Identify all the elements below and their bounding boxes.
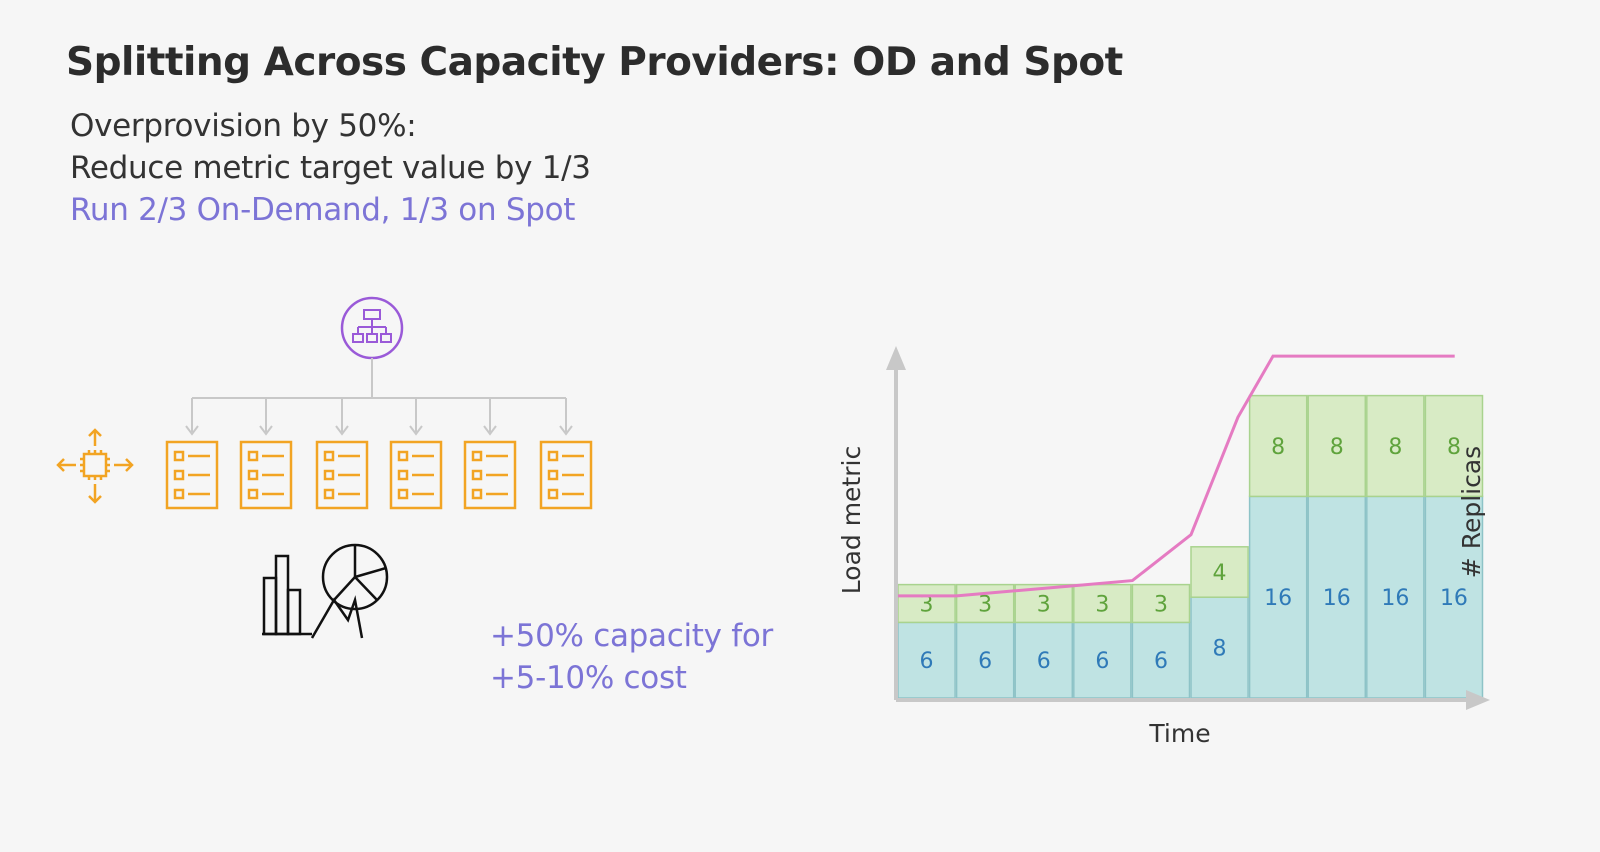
spot-bar bbox=[1248, 394, 1308, 498]
task-group bbox=[165, 440, 593, 510]
metric-target-line: Reduce metric target value by 1/3 bbox=[70, 150, 591, 186]
task-list-icon bbox=[389, 440, 443, 510]
spot-bar bbox=[1073, 583, 1132, 624]
on-demand-bar bbox=[1366, 495, 1425, 699]
analytics-icon bbox=[262, 543, 389, 639]
on-demand-value-label: 6 bbox=[1095, 649, 1109, 674]
on-demand-value-label: 8 bbox=[1213, 637, 1227, 662]
on-demand-value-label: 6 bbox=[978, 649, 992, 674]
spot-value-label: 8 bbox=[1388, 435, 1402, 460]
task-list-icon bbox=[239, 440, 293, 510]
on-demand-value-label: 6 bbox=[920, 649, 934, 674]
y2-axis-label: # Replicas bbox=[1457, 446, 1486, 578]
load-balancer-icon bbox=[340, 296, 404, 360]
load-metric-line bbox=[898, 354, 1455, 598]
x-axis-arrow bbox=[1466, 690, 1490, 710]
on-demand-bar bbox=[1131, 621, 1191, 699]
on-demand-value-label: 16 bbox=[1381, 586, 1409, 611]
task-list-icon bbox=[463, 440, 517, 510]
spot-bar bbox=[1424, 394, 1484, 498]
on-demand-bar bbox=[897, 621, 956, 699]
on-demand-value-label: 16 bbox=[1440, 586, 1468, 611]
on-demand-value-label: 6 bbox=[1154, 649, 1168, 674]
spot-bar bbox=[1131, 583, 1191, 624]
spot-value-label: 8 bbox=[1330, 435, 1344, 460]
y-axis-arrow bbox=[886, 346, 906, 370]
on-demand-value-label: 6 bbox=[1037, 649, 1051, 674]
capacity-callout-line2: +5-10% cost bbox=[490, 660, 687, 696]
capacity-split-line: Run 2/3 On-Demand, 1/3 on Spot bbox=[70, 192, 576, 228]
slide-title: Splitting Across Capacity Providers: OD … bbox=[66, 40, 1123, 85]
connector-lines bbox=[185, 358, 573, 436]
task-list-icon bbox=[165, 440, 219, 510]
spot-value-label: 4 bbox=[1213, 561, 1227, 586]
capacity-callout-line1: +50% capacity for bbox=[490, 618, 773, 654]
spot-value-label: 8 bbox=[1271, 435, 1285, 460]
task-list-icon bbox=[315, 440, 369, 510]
on-demand-bar bbox=[1307, 495, 1367, 699]
spot-value-label: 3 bbox=[920, 593, 934, 618]
spot-bar bbox=[1366, 394, 1425, 498]
spot-value-label: 3 bbox=[1095, 593, 1109, 618]
spot-value-label: 3 bbox=[1037, 593, 1051, 618]
x-axis-label: Time bbox=[1148, 719, 1210, 748]
spot-bar bbox=[1190, 546, 1249, 598]
overprovision-line: Overprovision by 50%: bbox=[70, 108, 417, 144]
spot-value-label: 3 bbox=[978, 593, 992, 618]
y-axis-label: Load metric bbox=[837, 446, 866, 594]
task-list-icon bbox=[539, 440, 593, 510]
cpu-scale-icon bbox=[56, 428, 134, 504]
on-demand-value-label: 16 bbox=[1323, 586, 1351, 611]
on-demand-value-label: 16 bbox=[1264, 586, 1292, 611]
chart-axes bbox=[886, 346, 1490, 710]
spot-value-label: 3 bbox=[1154, 593, 1168, 618]
on-demand-bar bbox=[1424, 495, 1484, 699]
spot-bar bbox=[1307, 394, 1367, 498]
spot-value-label: 8 bbox=[1447, 435, 1461, 460]
